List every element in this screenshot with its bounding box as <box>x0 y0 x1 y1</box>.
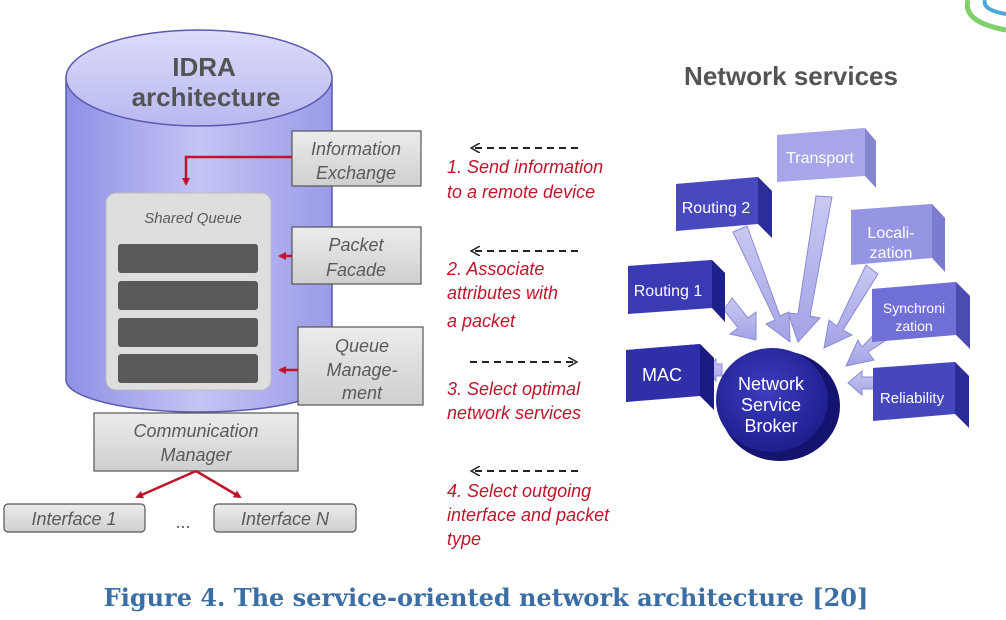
cube-transport-label: Transport <box>786 150 854 167</box>
cube-transport <box>777 128 876 188</box>
cube-localization-line2: zation <box>870 245 913 262</box>
arrow-routing2 <box>732 225 791 344</box>
queue-slot <box>118 281 258 310</box>
arrow-reliability <box>847 369 876 397</box>
arrow-manager-to-interface-1 <box>135 469 197 499</box>
step4-line2: interface and packet <box>447 505 610 525</box>
decorative-arcs <box>964 0 1006 33</box>
figure-caption: Figure 4. The service-oriented network a… <box>104 583 869 612</box>
queue-management-box <box>297 326 424 406</box>
information-exchange-line2: Exchange <box>316 163 396 183</box>
broker-line2: Service <box>741 395 801 415</box>
step3-line1: 3. Select optimal <box>447 379 581 399</box>
arrow-routing1 <box>723 297 757 341</box>
step2-line1: 2. Associate <box>446 259 544 279</box>
queue-slot <box>118 318 258 347</box>
arrow-info-to-queue <box>182 155 292 186</box>
cube-routing2-label: Routing 2 <box>682 200 751 217</box>
cube-synchronization <box>872 282 970 349</box>
queue-management-line1: Queue <box>335 336 389 356</box>
packet-facade-line1: Packet <box>328 235 384 255</box>
arrow-manager-to-interface-n <box>195 469 242 499</box>
queue-management-line3: ment <box>342 383 383 403</box>
broker-line1: Network <box>738 374 805 394</box>
queue-slot <box>118 244 258 273</box>
interface-n-box <box>213 503 357 533</box>
cube-routing1 <box>628 260 725 322</box>
cube-mac <box>626 344 714 410</box>
red-arrows <box>135 155 298 499</box>
cube-mac-label: MAC <box>642 365 682 385</box>
cube-localization-line1: Locali- <box>867 225 914 242</box>
cube-synchronization-line1: Synchroni <box>883 300 945 316</box>
step2-line3: a packet <box>447 311 516 331</box>
interface-1-label: Interface 1 <box>31 509 116 529</box>
communication-manager-line2: Manager <box>160 445 232 465</box>
interface-n-label: Interface N <box>241 509 330 529</box>
interface-ellipsis: ... <box>175 512 190 532</box>
packet-facade-line2: Facade <box>326 260 386 280</box>
service-arrows <box>703 195 892 397</box>
arrow-localization <box>823 264 879 349</box>
cube-localization <box>851 204 945 272</box>
queue-management-line2: Manage- <box>326 360 397 380</box>
cube-synchronization-line2: zation <box>895 318 932 334</box>
information-exchange-line1: Information <box>311 139 401 159</box>
step1-line1: 1. Send information <box>447 157 603 177</box>
interface-1-box <box>3 503 146 533</box>
information-exchange-box <box>291 130 422 187</box>
dashed-arrows <box>470 148 578 471</box>
communication-manager-line1: Communication <box>133 421 258 441</box>
communication-manager-box <box>93 412 299 472</box>
step2-line2: attributes with <box>447 283 558 303</box>
step4-line3: type <box>447 529 481 549</box>
broker-disc <box>716 348 840 461</box>
network-services-title: Network services <box>684 61 898 91</box>
idra-title-line2: architecture <box>132 82 281 112</box>
cube-routing2 <box>676 177 772 238</box>
step1-line2: to a remote device <box>447 182 595 202</box>
shared-queue-label: Shared Queue <box>144 210 242 227</box>
arrow-transport <box>787 195 833 343</box>
step4-line1: 4. Select outgoing <box>447 481 591 501</box>
idra-title-line1: IDRA <box>172 52 236 82</box>
step3-line2: network services <box>447 403 581 423</box>
cube-reliability-label: Reliability <box>880 390 945 407</box>
cube-reliability <box>873 362 969 428</box>
packet-facade-box <box>291 226 422 285</box>
queue-slot <box>118 354 258 383</box>
broker-line3: Broker <box>744 416 797 436</box>
cube-routing1-label: Routing 1 <box>634 283 703 300</box>
